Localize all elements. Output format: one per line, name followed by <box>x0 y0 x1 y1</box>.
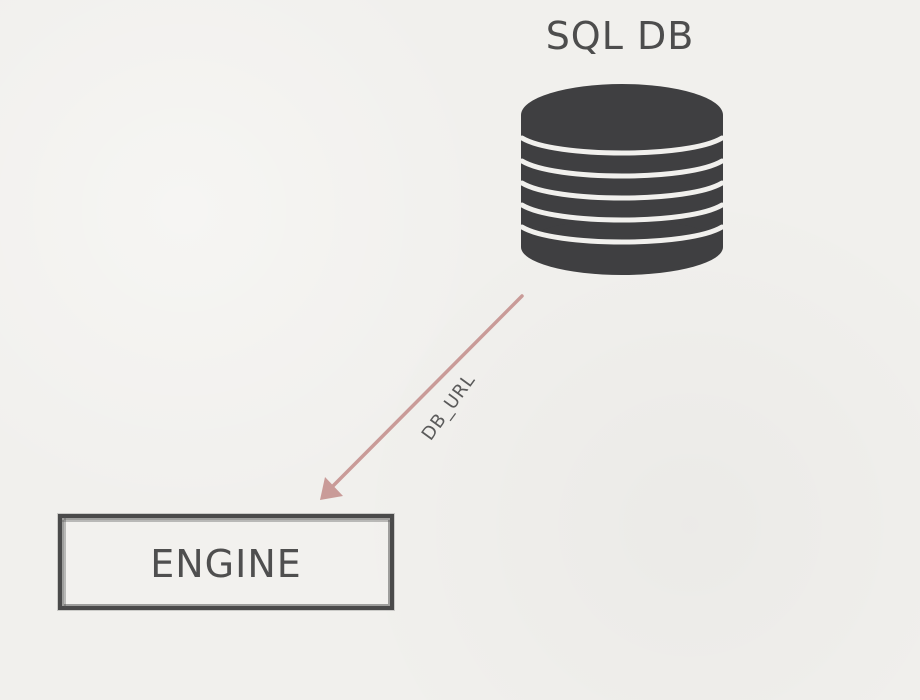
database-icon <box>520 84 724 275</box>
arrow-icon <box>320 294 524 500</box>
engine-node: ENGINE <box>58 514 394 610</box>
engine-label: ENGINE <box>150 542 302 586</box>
sql-db-title: SQL DB <box>545 14 695 58</box>
